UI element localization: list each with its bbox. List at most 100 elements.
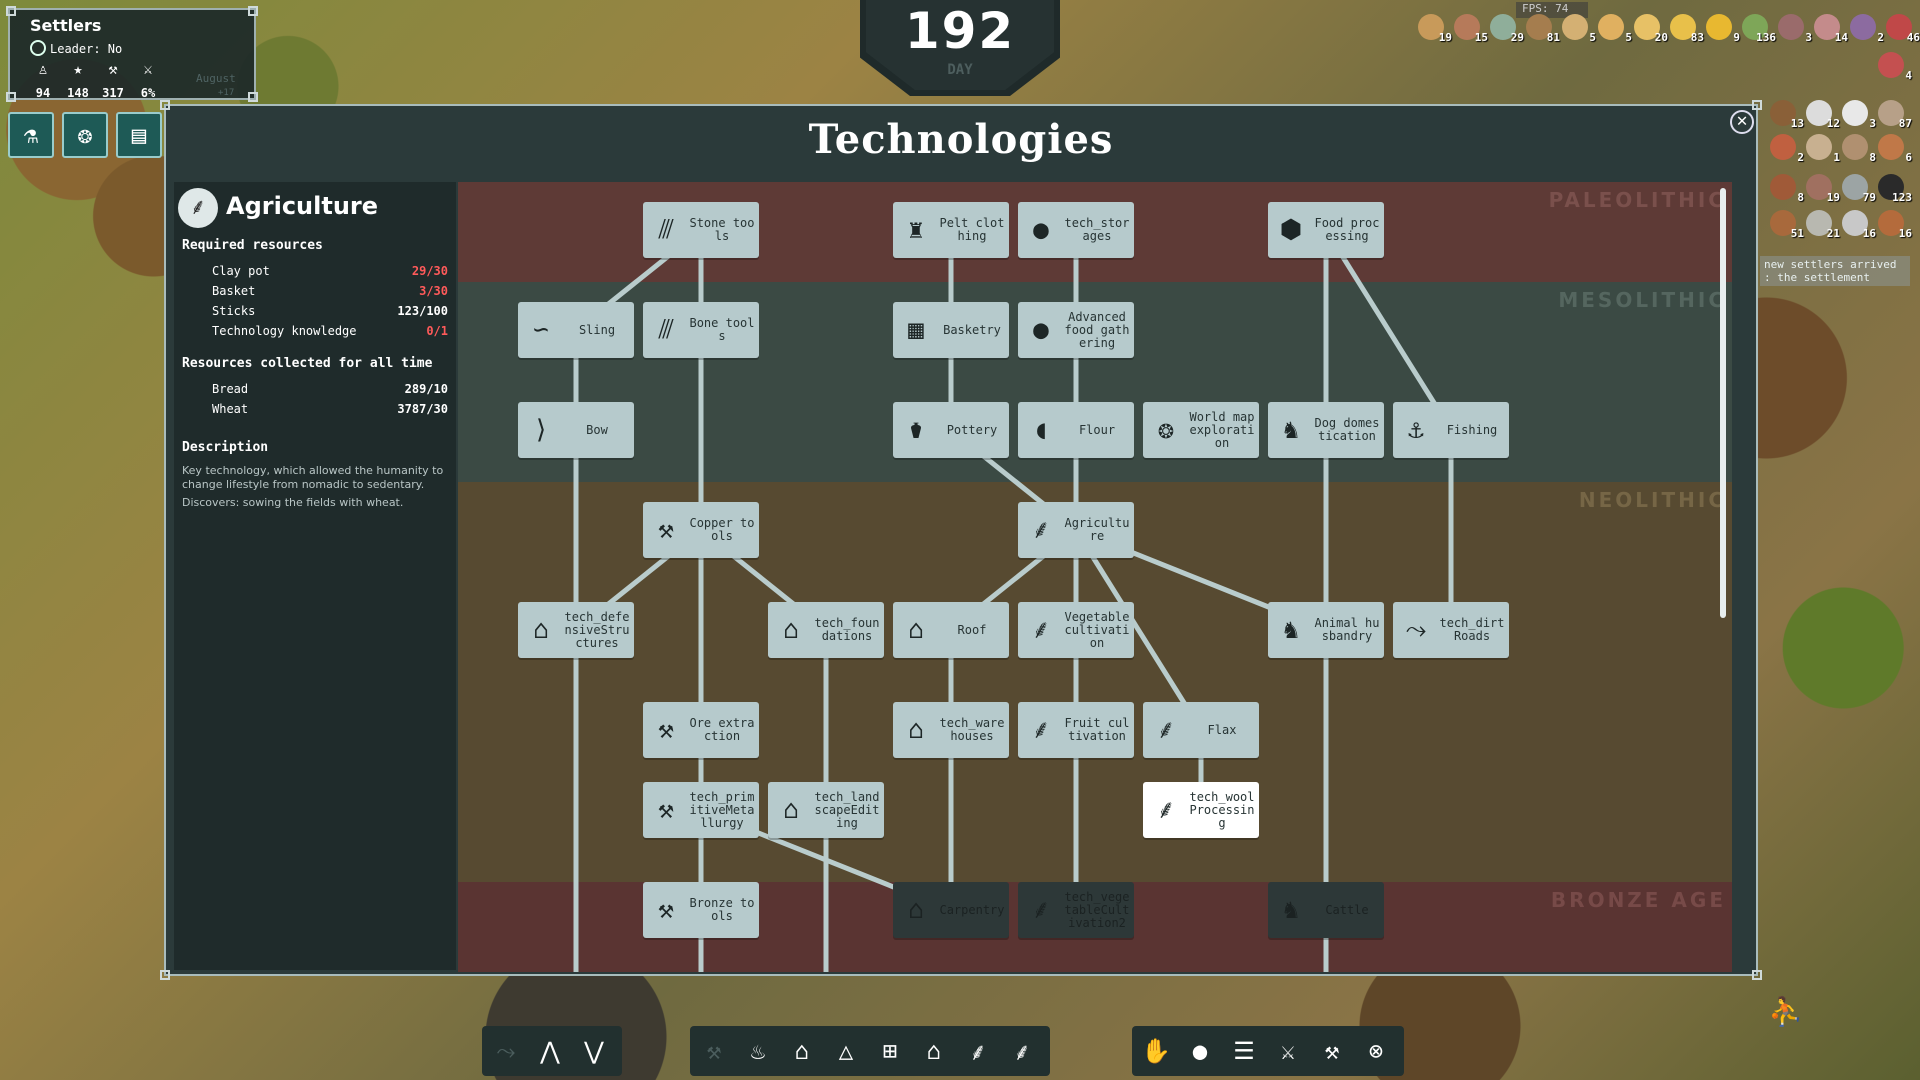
clay-icon (1878, 210, 1904, 236)
tools-button[interactable]: ⚔ (1268, 1030, 1308, 1072)
tech-label: tech_warehouses (939, 716, 1005, 743)
world-icon: ❂ (77, 121, 93, 149)
tech-node-tech-defensive-structures[interactable]: ⌂tech_defensiveStructures (518, 602, 634, 658)
tech-node-dog-domestication[interactable]: ♞Dog domestication (1268, 402, 1384, 458)
tools-icon: ⚔ (1280, 1037, 1296, 1065)
tech-label: tech_foundations (814, 616, 880, 643)
tech-node-tech-landscape-editing[interactable]: ⌂tech_landscapeEditing (768, 782, 884, 838)
resource-label: Wheat (212, 402, 249, 416)
tech-node-copper-tools[interactable]: ⚒ Copper tools (643, 502, 759, 558)
tech-node-sling[interactable]: ∽Sling (518, 302, 634, 358)
tech-node-tech-foundations[interactable]: ⌂ tech_foundations (768, 602, 884, 658)
tab-world[interactable]: ❂ (62, 112, 108, 158)
field-button[interactable]: ⸙ (958, 1030, 998, 1072)
resource-counter: 5 (1596, 10, 1632, 44)
tent-button[interactable]: △ (826, 1030, 866, 1072)
tech-node-agriculture[interactable]: ⸙Agriculture (1018, 502, 1134, 558)
close-button[interactable]: ✕ (1730, 110, 1754, 134)
resource-count: 19 (1826, 191, 1840, 204)
tech-link (1323, 228, 1454, 432)
tech-node-tech-dirt-roads[interactable]: ⤳tech_dirtRoads (1393, 602, 1509, 658)
tech-label: tech_woolProcessing (1189, 789, 1255, 830)
gather-hand-button[interactable]: ✋ (1136, 1030, 1176, 1072)
workshop-button[interactable]: ⌂ (782, 1030, 822, 1072)
resource-counter: 12 (1804, 96, 1840, 130)
copper-tools-icon: ⚒ (658, 515, 674, 545)
tech-node-stone-tools[interactable]: ⫻Stone tools (643, 202, 759, 258)
tech-node-tech-vegetable-cultivation2[interactable]: ⸙tech_vegetableCultivation2 (1018, 882, 1134, 938)
tech-node-fishing[interactable]: ⚓Fishing (1393, 402, 1509, 458)
tech-node-ore-extraction[interactable]: ⚒Ore extraction (643, 702, 759, 758)
tech-primitive-metallurgy-icon: ⚒ (658, 795, 674, 825)
raise-button[interactable]: ⋀ (530, 1030, 570, 1072)
resource-label: Sticks (212, 304, 256, 318)
journal-icon: ▤ (131, 121, 147, 149)
resource-counter: 4 (1876, 48, 1912, 82)
tech-node-bronze-tools[interactable]: ⚒Bronze tools (643, 882, 759, 938)
stat-value: 317 (102, 86, 124, 100)
tech-node-basketry[interactable]: ▦Basketry (893, 302, 1009, 358)
resource-count: 1 (1833, 151, 1840, 164)
tree-scrollbar[interactable] (1720, 188, 1726, 618)
settler-figure-icon: ⛹ (1768, 995, 1803, 1028)
tech-node-tech-primitive-metallurgy[interactable]: ⚒tech_primitiveMetallurgy (643, 782, 759, 838)
berries-icon (1706, 14, 1732, 40)
rack-button[interactable]: ⊞ (870, 1030, 910, 1072)
resource-counter: 9 (1704, 10, 1740, 44)
rack-icon: ⊞ (882, 1037, 898, 1065)
fire-button[interactable]: ♨ (738, 1030, 778, 1072)
tech-label: tech_storages (1064, 216, 1130, 243)
tab-journal[interactable]: ▤ (116, 112, 162, 158)
tech-node-cattle[interactable]: ♞Cattle (1268, 882, 1384, 938)
tech-node-food-processing[interactable]: ⬢Food processing (1268, 202, 1384, 258)
crops-button[interactable]: ⸙ (1002, 1030, 1042, 1072)
tech-node-tech-storages[interactable]: ●tech_storages (1018, 202, 1134, 258)
tech-node-world-map-exploration[interactable]: ❂World map exploration (1143, 402, 1259, 458)
tech-label: Copper tools (689, 516, 755, 543)
shelter-button[interactable]: ⌂ (914, 1030, 954, 1072)
tech-wool-processing-icon: ⸙ (1156, 795, 1176, 825)
build-hammer-button[interactable]: ⚒ (694, 1030, 734, 1072)
resource-counter: 2 (1768, 130, 1804, 164)
egg-icon (1814, 14, 1840, 40)
required-resources-heading: Required resources (182, 238, 323, 253)
mining-button[interactable]: ⚒ (1312, 1030, 1352, 1072)
tab-technologies[interactable]: ⚗ (8, 112, 54, 158)
tech-node-fruit-cultivation[interactable]: ⸙Fruit cultivation (1018, 702, 1134, 758)
fruit-icon (1850, 14, 1876, 40)
road-tool-button[interactable]: ⤳ (486, 1030, 526, 1072)
tech-node-roof[interactable]: ⌂Roof (893, 602, 1009, 658)
tech-foundations-icon: ⌂ (783, 615, 799, 645)
jar-icon (1878, 52, 1904, 78)
cancel-button[interactable]: ⊗ (1356, 1030, 1396, 1072)
tech-node-vegetable-cultivation[interactable]: ⸙Vegetable cultivation (1018, 602, 1134, 658)
tech-node-flax[interactable]: ⸙Flax (1143, 702, 1259, 758)
tech-label: Advanced food gathering (1064, 309, 1130, 350)
event-notification[interactable]: new settlers arrived : the settlement (1760, 256, 1910, 286)
apple-icon (1886, 14, 1912, 40)
food-button[interactable]: ● (1180, 1030, 1220, 1072)
tech-node-flour[interactable]: ◖Flour (1018, 402, 1134, 458)
shelter-icon: ⌂ (926, 1037, 942, 1065)
lower-icon: ⋁ (584, 1037, 604, 1065)
bow-icon: ⟩ (533, 415, 549, 445)
tech-node-advanced-food-gathering[interactable]: ●Advanced food gathering (1018, 302, 1134, 358)
tech-label: Animal husbandry (1314, 616, 1380, 643)
tech-label: Bronze tools (689, 896, 755, 923)
tech-node-carpentry[interactable]: ⌂Carpentry (893, 882, 1009, 938)
tech-node-bow[interactable]: ⟩Bow (518, 402, 634, 458)
tech-node-tech-wool-processing[interactable]: ⸙ tech_woolProcessing (1143, 782, 1259, 838)
tech-node-pelt-clothing[interactable]: ♜Pelt clothing (893, 202, 1009, 258)
collected-resources-heading: Resources collected for all time (182, 356, 433, 371)
sling-icon: ∽ (533, 315, 549, 345)
tech-node-tech-warehouses[interactable]: ⌂tech_warehouses (893, 702, 1009, 758)
tech-node-bone-tools[interactable]: ⫻Bone tools (643, 302, 759, 358)
roof-icon: ⌂ (908, 615, 924, 645)
tech-node-animal-husbandry[interactable]: ♞Animal husbandry (1268, 602, 1384, 658)
lower-button[interactable]: ⋁ (574, 1030, 614, 1072)
agriculture-icon: ⸙ (178, 188, 218, 228)
storage-button[interactable]: ☰ (1224, 1030, 1264, 1072)
tech-node-pottery[interactable]: ⚱Pottery (893, 402, 1009, 458)
